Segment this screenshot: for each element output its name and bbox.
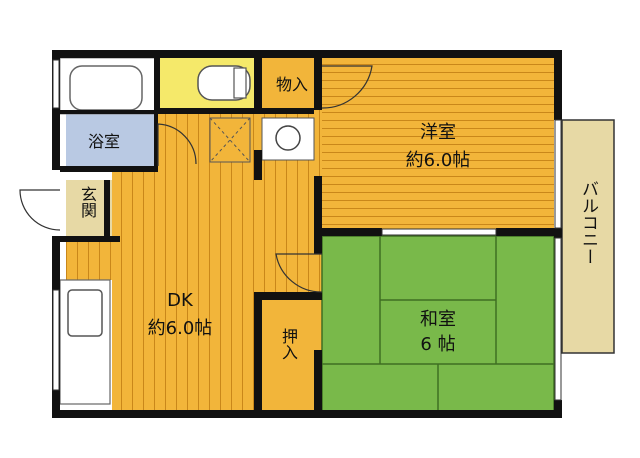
balcony-label: バルコニー: [578, 180, 598, 265]
kitchen-sink-icon: [67, 289, 103, 337]
western-room-label: 洋室: [420, 122, 456, 143]
bath-label: 浴室: [88, 132, 120, 151]
door-swings: [19, 65, 373, 293]
entrance-step: [66, 240, 116, 280]
western-room-floor: [322, 58, 554, 230]
western-room-size: 約6.0帖: [406, 150, 471, 171]
windows: [52, 59, 562, 401]
sink-icon: [275, 125, 301, 151]
bath-room: [66, 114, 154, 166]
japanese-room-label: 和室: [420, 309, 456, 330]
dk-label: DK: [167, 290, 194, 311]
closet-floor: [262, 300, 320, 412]
entrance-label: 玄関: [78, 186, 97, 218]
dk-size: 約6.0帖: [148, 318, 213, 339]
bathtub-icon: [69, 65, 143, 111]
storage-label: 物入: [276, 75, 308, 94]
japanese-room-size: 6 帖: [420, 334, 455, 355]
storage-floor: [262, 58, 322, 108]
closet-label: 押入: [279, 328, 298, 360]
balcony: [561, 119, 615, 354]
